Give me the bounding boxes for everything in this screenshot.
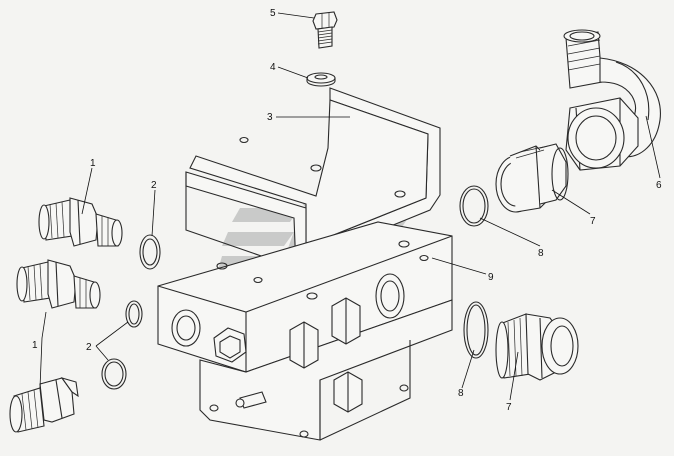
callout-7-top: 7	[590, 216, 596, 227]
callout-2-top: 2	[151, 180, 157, 191]
o-ring-part-2-top	[139, 234, 161, 270]
fitting-part-1-bottom	[9, 377, 79, 433]
washer-part-4	[306, 72, 336, 87]
o-ring-part-2-lower	[101, 358, 127, 390]
callout-2-bottom: 2	[86, 342, 92, 353]
elbow-fitting-part-6	[563, 29, 661, 171]
callout-8-bottom: 8	[458, 388, 464, 399]
o-ring-part-2-upper	[125, 300, 143, 328]
fitting-part-1-middle	[16, 259, 101, 309]
callout-9: 9	[488, 272, 494, 283]
callout-7-bottom: 7	[506, 402, 512, 413]
leader-lines	[39, 12, 661, 401]
callout-6: 6	[656, 180, 662, 191]
callout-8-top: 8	[538, 248, 544, 259]
callout-1-bottom: 1	[32, 340, 38, 351]
callout-labels: 5 4 3 6 1 2 7 8 9 1 2 8 7	[32, 8, 662, 413]
callout-1-top: 1	[90, 158, 96, 169]
o-ring-part-8-bottom	[463, 301, 489, 359]
o-ring-part-8-top	[459, 185, 489, 227]
callout-4: 4	[270, 62, 276, 73]
adapter-part-7-bottom	[495, 313, 579, 381]
bolt-part-5	[312, 11, 338, 49]
callout-3: 3	[267, 112, 273, 123]
adapter-part-7-top	[495, 143, 569, 213]
fitting-part-1-top	[38, 197, 123, 247]
valve-block-part-9	[157, 221, 453, 441]
callout-5: 5	[270, 8, 276, 19]
